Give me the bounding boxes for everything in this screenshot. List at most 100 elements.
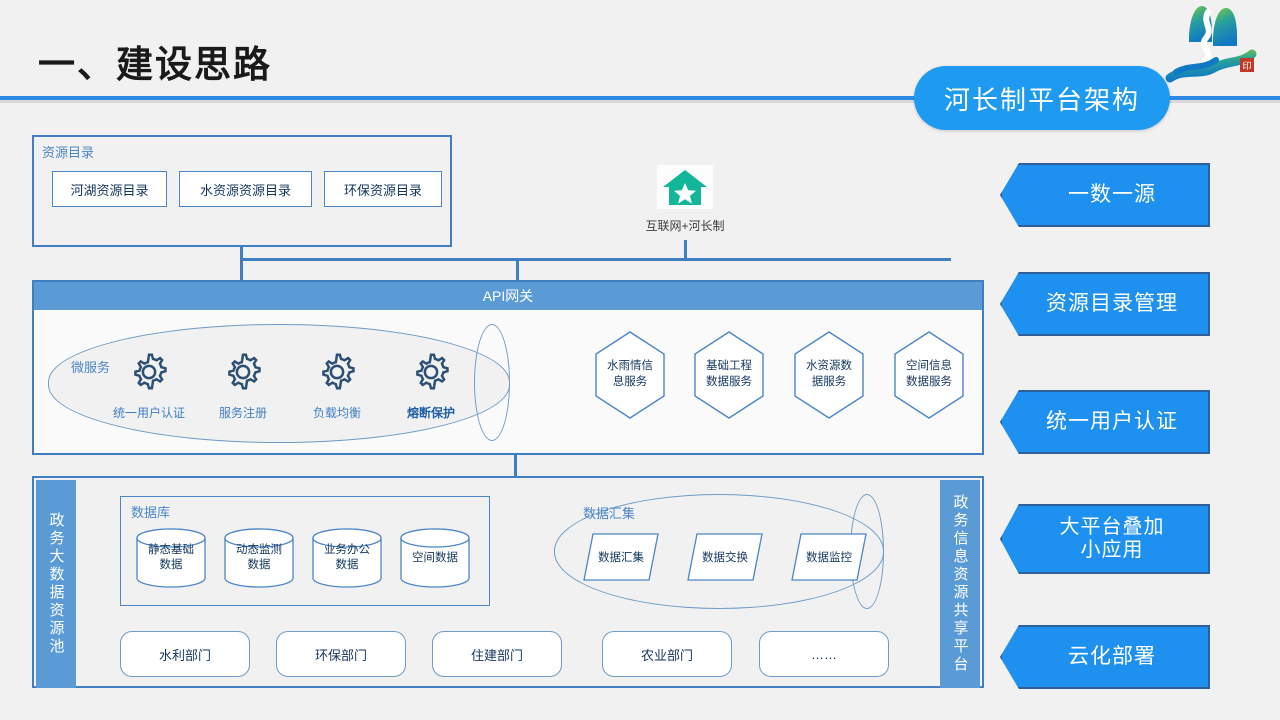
connector-catalog-horizontal bbox=[240, 258, 518, 261]
service-hex-label-1b: 数据服务 bbox=[706, 376, 752, 388]
database-label-0a: 静态基础 bbox=[148, 544, 194, 557]
page-title: 一、建设思路 bbox=[38, 43, 272, 86]
connector-house-down bbox=[684, 240, 687, 260]
title-divider bbox=[0, 96, 1280, 100]
database-panel: 数据库 静态基础 数据 动态监测 数据 bbox=[120, 496, 490, 606]
internet-node: 互联网+河长制 bbox=[646, 165, 725, 235]
hexagon-shape bbox=[794, 331, 864, 419]
hexagon-shape bbox=[694, 331, 764, 419]
service-hex-2[interactable]: 水资源数 据服务 bbox=[793, 330, 865, 420]
service-hex-label-2a: 水资源数 bbox=[806, 360, 852, 373]
database-label-2a: 业务办公 bbox=[324, 544, 370, 557]
aggregation-caption: 数据汇集 bbox=[583, 506, 636, 521]
house-star-icon bbox=[657, 165, 713, 209]
service-hex-1[interactable]: 基础工程 数据服务 bbox=[693, 330, 765, 420]
principle-chevron-1[interactable]: 资源目录管理 bbox=[1000, 272, 1210, 336]
left-vertical-bar-label: 政务大数据资源池 bbox=[47, 512, 65, 656]
aggregation-label-0: 数据汇集 bbox=[598, 552, 644, 564]
parallelogram-shape bbox=[791, 533, 867, 581]
gear-icon bbox=[228, 353, 261, 390]
cylinder-shape bbox=[136, 528, 206, 588]
service-hex-label-3b: 数据服务 bbox=[906, 376, 952, 388]
resource-catalog-item-0[interactable]: 河湖资源目录 bbox=[52, 171, 167, 207]
department-2[interactable]: 住建部门 bbox=[432, 631, 562, 677]
department-4[interactable]: …… bbox=[759, 631, 889, 677]
aggregation-item-0[interactable]: 数据汇集 bbox=[583, 533, 659, 581]
department-1[interactable]: 环保部门 bbox=[276, 631, 406, 677]
microservice-item-2[interactable]: 负载均衡 bbox=[295, 349, 379, 421]
title-divider-shadow bbox=[0, 100, 1280, 103]
svg-text:印: 印 bbox=[1242, 60, 1251, 71]
principle-chevron-0[interactable]: 一数一源 bbox=[1000, 163, 1210, 227]
database-cylinder-0[interactable]: 静态基础 数据 bbox=[135, 527, 207, 589]
resource-catalog-panel: 资源目录 河湖资源目录 水资源资源目录 环保资源目录 bbox=[32, 135, 452, 247]
database-label-2b: 数据 bbox=[335, 559, 359, 571]
principle-chevron-2[interactable]: 统一用户认证 bbox=[1000, 390, 1210, 454]
database-label-1a: 动态监测 bbox=[236, 544, 282, 557]
principle-label-1: 资源目录管理 bbox=[1046, 291, 1178, 315]
aggregation-cylinder: 数据汇集 数据汇集 数据交换 数据监控 bbox=[554, 494, 884, 609]
platform-architecture-badge: 河长制平台架构 bbox=[914, 66, 1170, 130]
gear-icon bbox=[322, 353, 355, 390]
principle-label-3b: 小应用 bbox=[1080, 539, 1144, 561]
microservice-label-0: 统一用户认证 bbox=[112, 406, 185, 420]
right-vertical-bar: 政务信息资源共享平台 bbox=[940, 480, 980, 688]
principle-chevron-3[interactable]: 大平台叠加 小应用 bbox=[1000, 504, 1210, 574]
service-hex-label-0b: 息服务 bbox=[612, 376, 648, 388]
aggregation-label-1: 数据交换 bbox=[702, 552, 748, 564]
database-label-3a: 空间数据 bbox=[412, 551, 458, 564]
database-label-1b: 数据 bbox=[247, 559, 271, 571]
database-caption: 数据库 bbox=[131, 505, 171, 520]
internet-label: 互联网+河长制 bbox=[645, 219, 725, 233]
principle-label-0: 一数一源 bbox=[1068, 182, 1156, 206]
microservice-caption: 微服务 bbox=[71, 360, 111, 375]
microservice-label-1: 服务注册 bbox=[218, 406, 267, 420]
aggregation-item-1[interactable]: 数据交换 bbox=[687, 533, 763, 581]
api-gateway-title: API网关 bbox=[482, 288, 534, 304]
service-hex-0[interactable]: 水雨情信 息服务 bbox=[594, 330, 666, 420]
gear-icon bbox=[134, 353, 167, 390]
api-gateway-header: API网关 bbox=[34, 282, 982, 310]
microservice-cylinder: 微服务 统一用户认证 服务注册 负载 bbox=[48, 324, 510, 443]
hexagon-shape bbox=[894, 331, 964, 419]
aggregation-item-2[interactable]: 数据监控 bbox=[791, 533, 867, 581]
right-vertical-bar-label: 政务信息资源共享平台 bbox=[951, 494, 969, 674]
connector-api-to-data bbox=[514, 455, 517, 478]
database-cylinder-3[interactable]: 空间数据 bbox=[399, 527, 471, 589]
data-resource-panel: 政务大数据资源池 政务信息资源共享平台 数据库 静态基础 数据 bbox=[32, 476, 984, 688]
microservice-item-3[interactable]: 熔断保护 bbox=[389, 349, 473, 421]
principle-chevron-4[interactable]: 云化部署 bbox=[1000, 625, 1210, 689]
parallelogram-shape bbox=[583, 533, 659, 581]
resource-catalog-caption: 资源目录 bbox=[42, 145, 95, 160]
badge-label: 河长制平台架构 bbox=[943, 84, 1140, 115]
microservice-label-2: 负载均衡 bbox=[312, 406, 361, 420]
parallelogram-shape bbox=[687, 533, 763, 581]
department-3[interactable]: 农业部门 bbox=[602, 631, 732, 677]
connector-bus-to-api bbox=[516, 258, 519, 282]
service-hexagons: 水雨情信 息服务 基础工程 数据服务 水资源数 据服务 bbox=[594, 330, 994, 430]
microservice-item-1[interactable]: 服务注册 bbox=[201, 349, 285, 421]
service-hex-label-0a: 水雨情信 bbox=[607, 360, 653, 373]
resource-catalog-item-2[interactable]: 环保资源目录 bbox=[324, 171, 442, 207]
resource-catalog-item-1[interactable]: 水资源资源目录 bbox=[179, 171, 312, 207]
gear-icon bbox=[416, 353, 449, 390]
microservice-item-0[interactable]: 统一用户认证 bbox=[107, 349, 191, 421]
cylinder-shape bbox=[312, 528, 382, 588]
cylinder-shape bbox=[400, 528, 470, 588]
service-hex-label-3a: 空间信息 bbox=[906, 360, 952, 373]
database-cylinder-2[interactable]: 业务办公 数据 bbox=[311, 527, 383, 589]
mountain-river-logo-icon: 印 bbox=[1156, 2, 1266, 90]
principle-label-4: 云化部署 bbox=[1068, 644, 1156, 668]
connector-catalog-down bbox=[240, 247, 243, 280]
department-0[interactable]: 水利部门 bbox=[120, 631, 250, 677]
database-cylinder-1[interactable]: 动态监测 数据 bbox=[223, 527, 295, 589]
api-gateway-panel: API网关 微服务 统一用户认证 服务注册 bbox=[32, 280, 984, 455]
cylinder-end-cap bbox=[474, 324, 510, 441]
left-vertical-bar: 政务大数据资源池 bbox=[36, 480, 76, 688]
principle-label-3a: 大平台叠加 bbox=[1059, 516, 1165, 538]
service-hex-label-2b: 据服务 bbox=[811, 376, 847, 388]
service-hex-label-1a: 基础工程 bbox=[706, 360, 752, 373]
cylinder-shape bbox=[224, 528, 294, 588]
hexagon-shape bbox=[595, 331, 665, 419]
service-hex-3[interactable]: 空间信息 数据服务 bbox=[893, 330, 965, 420]
